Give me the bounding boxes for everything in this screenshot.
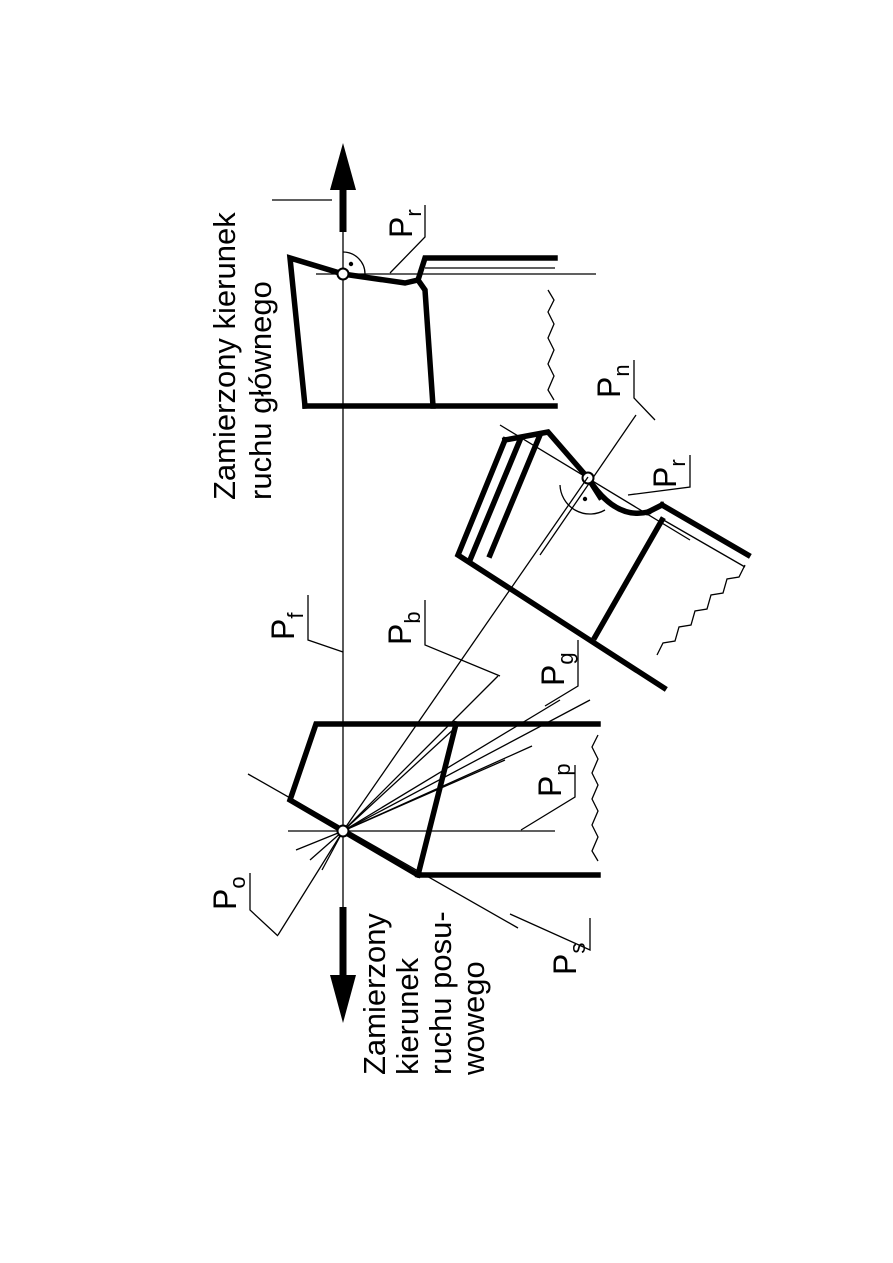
top-tool-view	[286, 251, 596, 410]
svg-text:Zamierzony: Zamierzony	[357, 913, 392, 1075]
plane-label-pr-mid: Pr	[647, 459, 690, 488]
plane-label-pp: Pp	[532, 763, 575, 797]
svg-text:kierunek: kierunek	[390, 957, 425, 1075]
svg-text:ruchu posu-: ruchu posu-	[423, 911, 458, 1075]
svg-text:Zamierzony kierunek: Zamierzony kierunek	[207, 212, 242, 500]
svg-text:Pp: Pp	[532, 763, 575, 797]
plane-label-pf: Pf	[265, 612, 308, 640]
top-cutting-point	[336, 267, 350, 281]
svg-text:Pf: Pf	[265, 612, 308, 640]
plane-label-pg: Pg	[535, 652, 578, 686]
svg-text:wowego: wowego	[456, 961, 491, 1076]
bottom-tool-view	[247, 476, 601, 936]
plane-label-pr-top: Pr	[383, 209, 426, 238]
plane-label-pn: Pn	[591, 364, 634, 398]
svg-text:Pr: Pr	[383, 209, 426, 238]
main-direction-label: Zamierzony kierunek ruchu głównego	[207, 212, 278, 500]
svg-text:Pb: Pb	[382, 611, 425, 645]
svg-text:Pn: Pn	[591, 364, 634, 398]
plane-label-ps: Ps	[547, 943, 590, 975]
svg-text:Po: Po	[207, 876, 250, 910]
plane-label-po: Po	[207, 876, 250, 910]
svg-text:ruchu głównego: ruchu głównego	[243, 281, 278, 500]
feed-motion-arrow	[330, 907, 356, 1023]
leader-lines	[249, 199, 691, 952]
bottom-cutting-point	[336, 824, 350, 838]
plane-label-pb: Pb	[382, 611, 425, 645]
svg-text:Pg: Pg	[535, 652, 578, 686]
feed-direction-label: Zamierzony kierunek ruchu posu- wowego	[357, 911, 491, 1076]
main-motion-arrow	[330, 143, 356, 232]
middle-tool-view	[454, 414, 752, 692]
svg-text:Ps: Ps	[547, 943, 590, 975]
svg-text:Pr: Pr	[647, 459, 690, 488]
